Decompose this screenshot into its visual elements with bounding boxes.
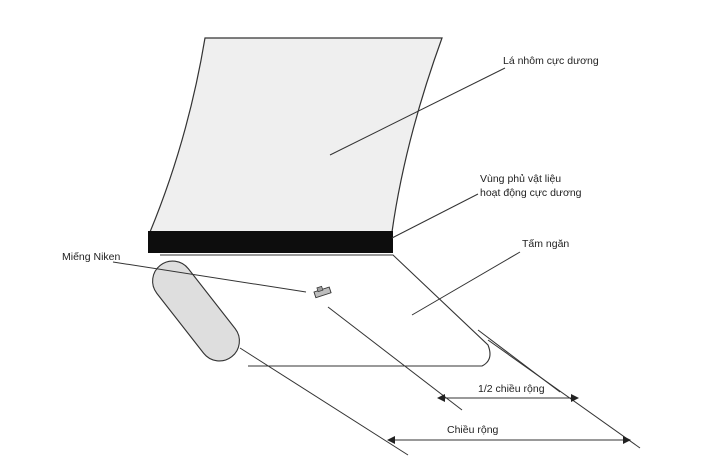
extension-line-center	[327, 306, 463, 411]
label-coating-line2: hoạt động cực dương	[480, 187, 582, 199]
leader-nickel-tab	[112, 261, 307, 293]
extension-line-right-inner	[477, 329, 561, 393]
aluminum-foil-sheet	[149, 37, 443, 233]
separator-roll	[152, 260, 240, 362]
nickel-tab	[313, 285, 332, 299]
label-half-width: 1/2 chiều rộng	[478, 383, 545, 395]
label-full-width: Chiều rộng	[447, 424, 499, 436]
leader-coating	[391, 193, 479, 239]
leader-separator	[411, 251, 521, 316]
label-aluminum-foil: Lá nhôm cực dương	[503, 55, 599, 67]
extension-line-roll-edge	[239, 347, 409, 456]
label-coating-line1: Vùng phủ vật liệu	[480, 173, 561, 185]
leader-aluminum-foil	[329, 67, 506, 156]
label-nickel-tab: Miếng Niken	[62, 251, 121, 263]
label-separator: Tấm ngăn	[522, 238, 569, 250]
coating-band	[148, 231, 393, 253]
separator-sheet	[160, 254, 491, 367]
